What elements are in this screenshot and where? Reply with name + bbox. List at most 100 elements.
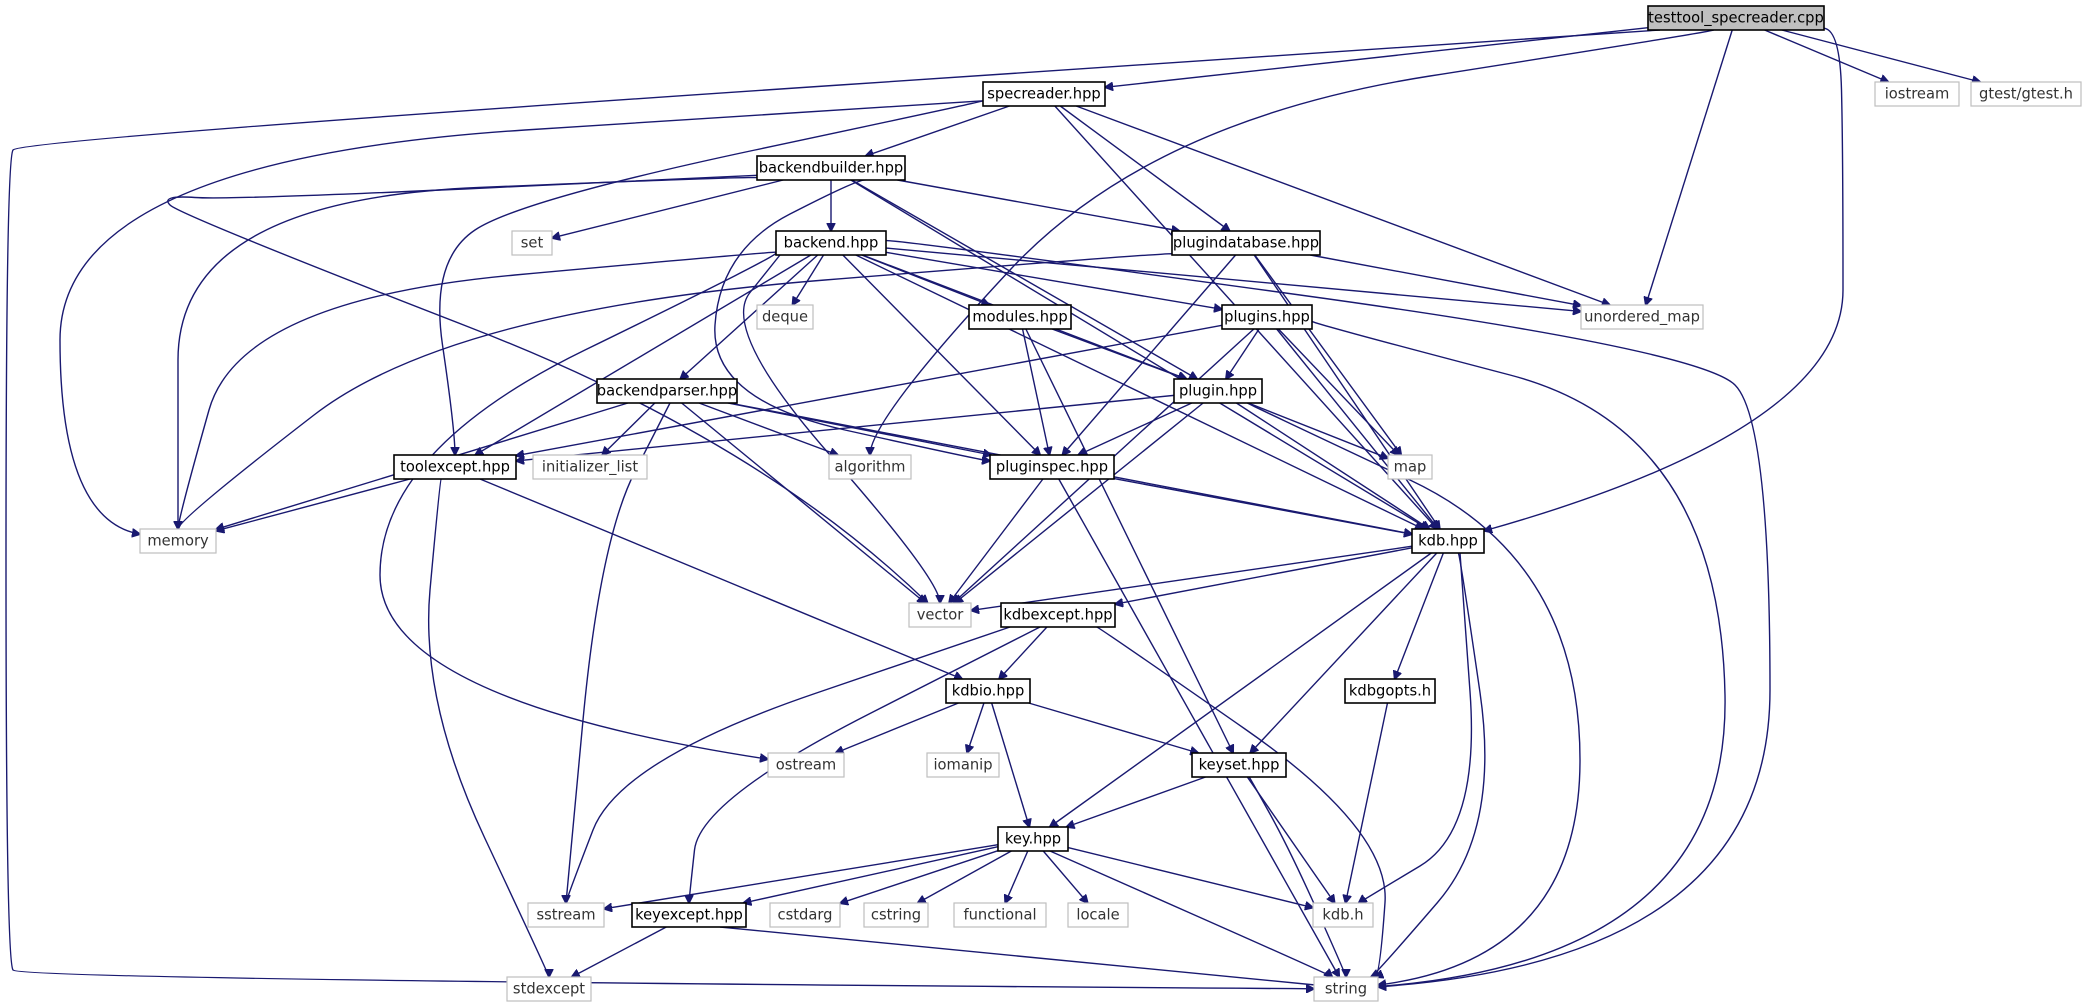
edge-specreader-to-toolexcept	[439, 100, 984, 455]
node-label: cstring	[871, 907, 921, 924]
edge-plugins-to-string	[1310, 320, 1726, 987]
node-box	[1647, 5, 1825, 31]
node-plugindatabase[interactable]: plugindatabase.hpp	[1171, 230, 1321, 256]
node-kdbgopts[interactable]: kdbgopts.h	[1344, 678, 1436, 704]
edge-plugindatabase-to-unordered_map	[1310, 254, 1581, 306]
edge-kdbio-to-keyset	[1028, 702, 1199, 753]
edge-backendbuilder-to-pluginspec	[714, 179, 990, 461]
node-label: algorithm	[835, 459, 906, 476]
edge-backend-to-pluginspec	[842, 254, 1040, 455]
node-label: set	[521, 235, 544, 252]
node-pluginspec[interactable]: pluginspec.hpp	[989, 454, 1115, 480]
node-box	[1344, 678, 1436, 704]
node-box	[769, 902, 841, 928]
node-box	[926, 752, 1000, 778]
node-memory: memory	[139, 528, 217, 554]
node-toolexcept[interactable]: toolexcept.hpp	[393, 454, 517, 480]
edge-kdbio-to-ostream	[836, 702, 959, 753]
edge-backend-to-kdb	[855, 254, 1423, 529]
node-ostream: ostream	[767, 752, 845, 778]
node-set: set	[511, 230, 553, 256]
node-label: map	[1394, 459, 1427, 476]
node-label: ostream	[776, 757, 836, 774]
edge-backend-to-backendparser	[680, 254, 819, 379]
node-box	[989, 454, 1115, 480]
node-keyexcept[interactable]: keyexcept.hpp	[631, 902, 747, 928]
node-deque: deque	[756, 304, 814, 330]
edge-modules-to-keyset	[1025, 328, 1233, 753]
edge-kdbexcept-to-sstream	[566, 626, 1011, 903]
node-box	[1580, 304, 1704, 330]
nodes-layer: testtool_specreader.cpp iostream gtest/gte…	[139, 5, 2082, 1002]
node-plugins[interactable]: plugins.hpp	[1221, 304, 1313, 330]
node-backendparser[interactable]: backendparser.hpp	[596, 378, 738, 404]
edge-testtool_specreader-to-kdb	[1484, 27, 1844, 531]
node-box	[1191, 752, 1287, 778]
node-box	[596, 378, 738, 404]
edge-plugin-to-map	[1248, 402, 1388, 458]
edge-plugins-to-map	[1277, 328, 1398, 455]
node-label: key.hpp	[1005, 831, 1061, 848]
node-box	[527, 902, 605, 928]
node-initializer-list: initializer_list	[532, 454, 648, 480]
edge-backendbuilder-to-kdb	[850, 179, 1428, 529]
edge-toolexcept-to-kdbio	[479, 478, 962, 679]
node-sstream: sstream	[527, 902, 605, 928]
edge-key-to-sstream	[604, 844, 999, 909]
edge-backendparser-to-vector	[681, 402, 926, 603]
node-testtool-specreader[interactable]: testtool_specreader.cpp	[1647, 5, 1825, 31]
node-box	[982, 81, 1106, 107]
node-label: unordered_map	[1584, 309, 1700, 326]
node-kdbexcept[interactable]: kdbexcept.hpp	[1000, 602, 1116, 628]
node-specreader[interactable]: specreader.hpp	[982, 81, 1106, 107]
edge-plugindatabase-to-memory	[178, 253, 1175, 529]
node-string: string	[1313, 976, 1379, 1002]
node-box	[997, 826, 1069, 852]
node-kdbio[interactable]: kdbio.hpp	[945, 678, 1031, 704]
node-key[interactable]: key.hpp	[997, 826, 1069, 852]
node-box	[139, 528, 217, 554]
edge-backend-to-vector	[742, 254, 940, 603]
edge-pluginspec-to-string	[1058, 478, 1339, 977]
edge-keyset-to-string	[1248, 776, 1346, 977]
edge-modules-to-plugin	[1051, 328, 1186, 379]
edge-key-to-keyexcept	[743, 846, 999, 903]
edge-backendbuilder-to-plugindatabase	[897, 179, 1179, 231]
node-label: kdbio.hpp	[952, 683, 1025, 700]
edge-key-to-locale	[1042, 850, 1087, 903]
node-box	[1173, 378, 1263, 404]
edge-key-to-functional	[1005, 850, 1029, 903]
edge-kdb-to-key	[1050, 552, 1432, 827]
node-box	[756, 155, 906, 181]
edge-backendbuilder-to-memory	[178, 176, 760, 529]
node-plugin[interactable]: plugin.hpp	[1173, 378, 1263, 404]
node-label: plugins.hpp	[1224, 309, 1310, 326]
node-backendbuilder[interactable]: backendbuilder.hpp	[756, 155, 906, 181]
node-box	[945, 678, 1031, 704]
edge-specreader-to-memory	[59, 100, 984, 534]
node-cstring: cstring	[863, 902, 929, 928]
node-label: plugin.hpp	[1179, 383, 1257, 400]
node-backend[interactable]: backend.hpp	[775, 230, 887, 256]
node-box	[1000, 602, 1116, 628]
node-label: initializer_list	[542, 459, 638, 476]
node-iostream: iostream	[1874, 81, 1960, 107]
node-box	[631, 902, 747, 928]
edge-kdbexcept-to-kdbio	[999, 626, 1048, 679]
edge-kdbio-to-key	[990, 702, 1030, 827]
edge-keyset-to-key	[1066, 776, 1206, 827]
node-keyset[interactable]: keyset.hpp	[1191, 752, 1287, 778]
node-label: vector	[917, 607, 965, 624]
node-box	[511, 230, 553, 256]
edge-backend-to-ostream	[379, 251, 778, 759]
node-modules[interactable]: modules.hpp	[968, 304, 1072, 330]
edge-plugin-to-pluginspec	[1078, 402, 1193, 455]
node-kdb[interactable]: kdb.hpp	[1411, 528, 1485, 554]
edge-pluginspec-to-kdb	[1113, 477, 1412, 535]
node-label: modules.hpp	[972, 309, 1067, 326]
edge-backend-to-toolexcept	[475, 254, 812, 455]
node-label: string	[1325, 981, 1367, 998]
edge-backend-to-deque	[792, 254, 825, 305]
node-label: gtest/gtest.h	[1979, 86, 2073, 103]
node-box	[1387, 454, 1433, 480]
